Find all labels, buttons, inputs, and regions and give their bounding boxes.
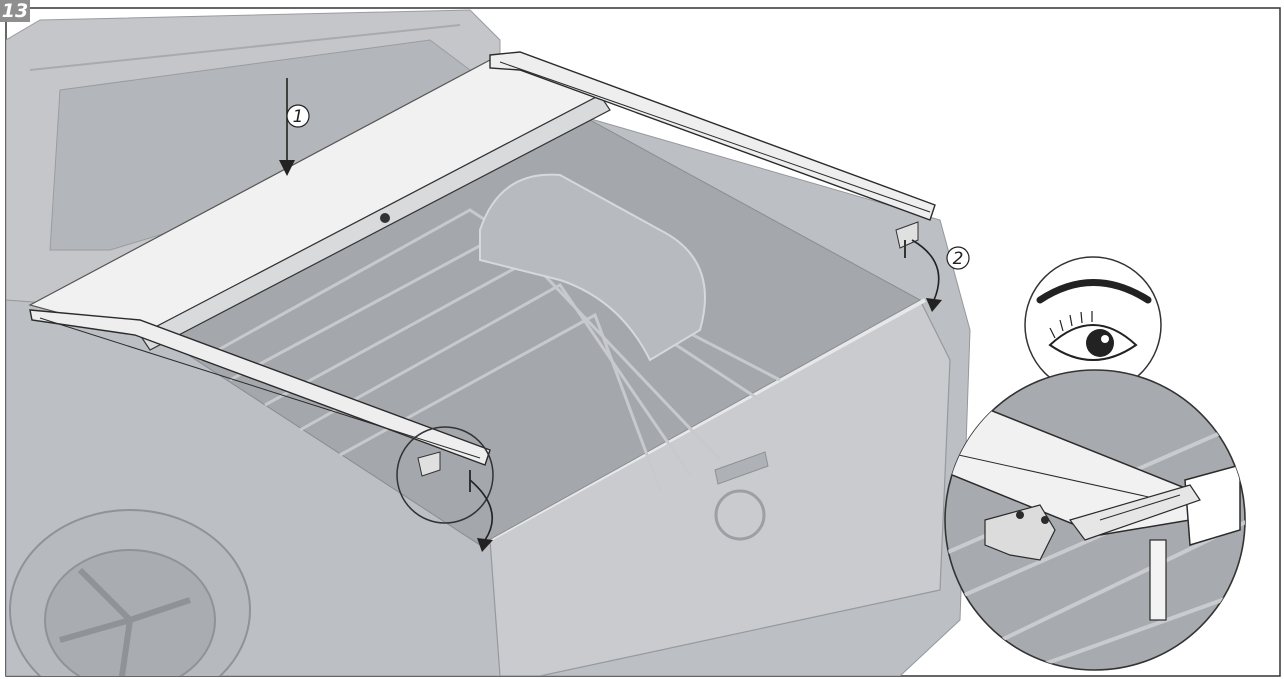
svg-text:2: 2: [953, 249, 964, 269]
eye-icon: [1048, 311, 1138, 361]
left-rail-clamp: [417, 451, 441, 477]
zoom-hook: [984, 504, 1056, 561]
center-bolt: [380, 213, 390, 223]
curved-arrow-icon: [911, 239, 942, 312]
zoom-pin: [1149, 539, 1167, 621]
curved-arrow-icon-left: [469, 479, 494, 552]
step-number-badge: 13: [0, 0, 30, 22]
callout-1: 1: [286, 104, 310, 128]
wheel-housing: [479, 173, 706, 362]
cab-roof-line: [29, 24, 461, 71]
tailgate-logo: [714, 489, 766, 541]
eyebrow: [1036, 279, 1152, 304]
left-rail-line: [39, 317, 481, 459]
right-rail-clamp: [895, 221, 919, 249]
detail-magnifier-icon: [396, 426, 494, 524]
arrow-down-icon: [279, 78, 295, 176]
rear-wheel: [9, 509, 251, 676]
right-rail-line: [499, 61, 931, 213]
tailgate-handle: [714, 451, 769, 485]
callout-2: 2: [946, 246, 970, 270]
zoom-end-cap: [1184, 464, 1241, 546]
truck-drawing: 1 2: [6, 9, 1246, 676]
eye-detail: [1024, 256, 1162, 394]
left-side-rail: [29, 309, 491, 466]
svg-text:1: 1: [293, 107, 304, 127]
front-cross-rail: [139, 94, 611, 351]
